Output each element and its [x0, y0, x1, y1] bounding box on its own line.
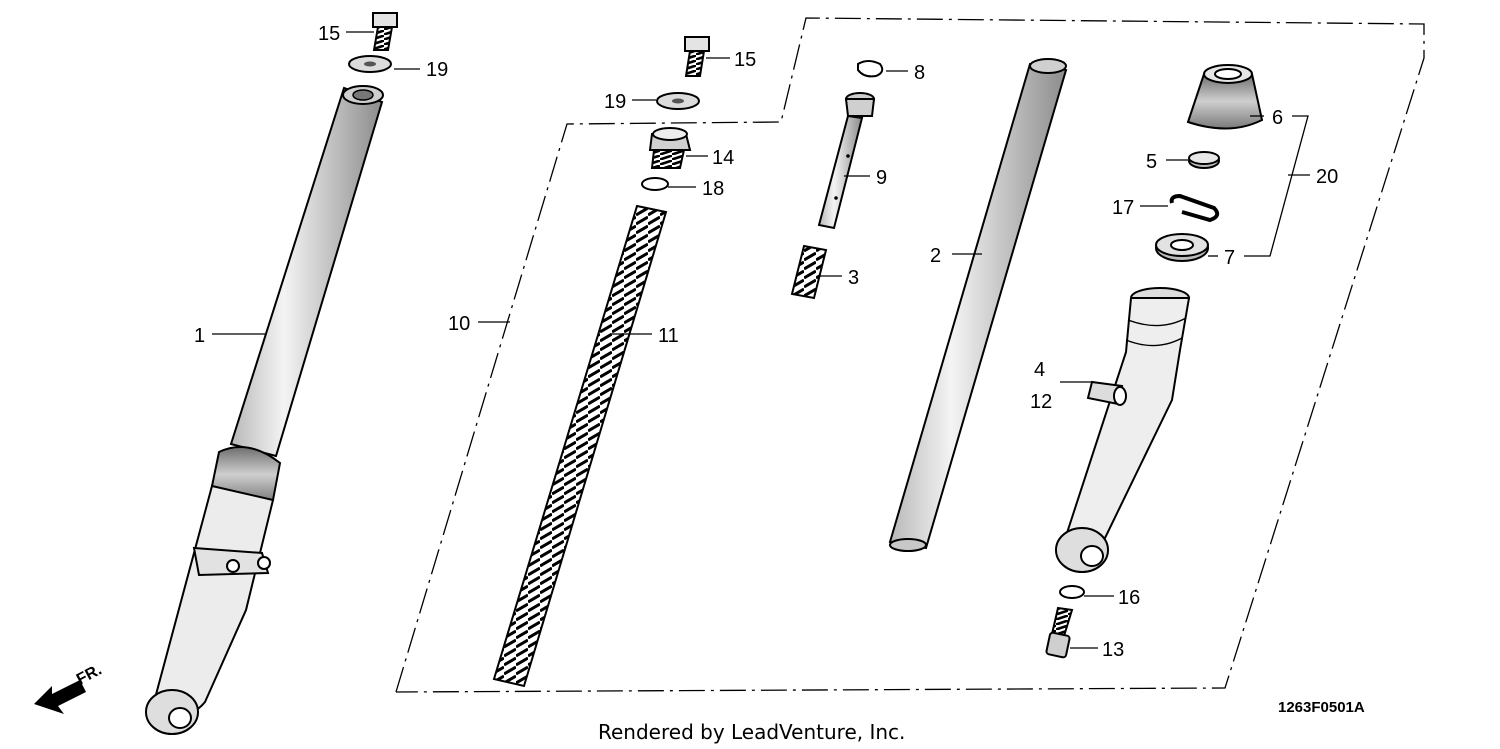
callout-3: 3	[848, 267, 859, 289]
part-16-washer	[1059, 585, 1085, 599]
part-6-dust-seal	[1186, 64, 1264, 130]
part-19-washer-left	[348, 55, 392, 73]
callout-12: 12	[1030, 391, 1052, 413]
part-14-cap-bolt	[648, 127, 692, 169]
part-5-bushing	[1188, 151, 1220, 169]
callout-5: 5	[1146, 151, 1157, 173]
callout-14: 14	[712, 147, 734, 169]
callout-19-left: 19	[426, 59, 448, 81]
part-19-washer-right	[656, 92, 700, 110]
callout-1: 1	[194, 325, 205, 347]
callout-8: 8	[914, 62, 925, 84]
part-15-bolt-right	[684, 36, 710, 77]
callout-9: 9	[876, 167, 887, 189]
callout-15-right: 15	[734, 49, 756, 71]
callout-17: 17	[1112, 197, 1134, 219]
part-15-bolt-left	[372, 12, 398, 51]
callout-18: 18	[702, 178, 724, 200]
part-3-rebound-spring	[790, 244, 828, 300]
part-11-fork-spring	[492, 204, 668, 688]
part-9-damper-rod	[817, 92, 876, 230]
callout-4: 4	[1034, 359, 1045, 381]
callout-10: 10	[448, 313, 470, 335]
part-18-o-ring	[641, 177, 669, 191]
callout-2: 2	[930, 245, 941, 267]
callout-7: 7	[1224, 247, 1235, 269]
callout-6: 6	[1272, 107, 1283, 129]
front-direction-arrow: FR.	[34, 661, 105, 714]
callout-20: 20	[1316, 166, 1338, 188]
diagram-code: 1263F0501A	[1278, 699, 1365, 716]
part-1-fork-assembly	[145, 85, 384, 735]
callout-13: 13	[1102, 639, 1124, 661]
group-boundary	[395, 17, 1425, 693]
callout-labels: 15 19 1 15 19 14 18 10 11 8 9 3 2 6 5 20…	[194, 23, 1338, 661]
callout-11: 11	[658, 325, 679, 347]
callout-19-right: 19	[604, 91, 626, 113]
part-17-snap-ring	[1169, 193, 1220, 223]
part-8-clip	[857, 60, 884, 78]
part-4-12-bottom-case	[1055, 287, 1191, 573]
leader-lines	[212, 31, 1310, 649]
part-13-socket-bolt	[1045, 606, 1074, 659]
part-2-fork-pipe	[888, 58, 1068, 552]
render-credit: Rendered by LeadVenture, Inc.	[598, 720, 905, 744]
callout-15-left: 15	[318, 23, 340, 45]
callout-16: 16	[1118, 587, 1140, 609]
part-7-oil-seal	[1155, 233, 1209, 262]
